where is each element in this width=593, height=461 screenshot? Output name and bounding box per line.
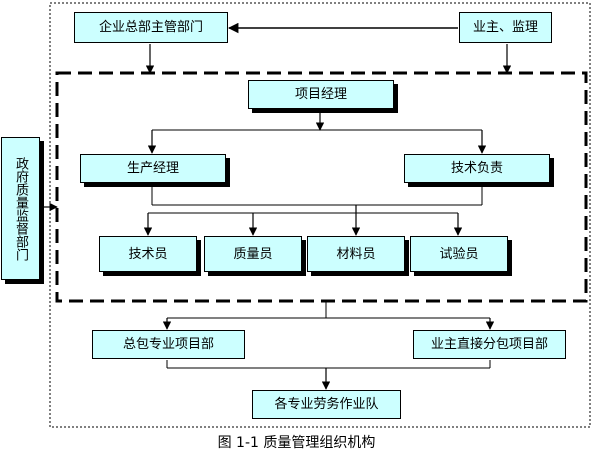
node-prod-mgr: 生产经理 <box>80 154 226 183</box>
node-general-contract-dept: 总包专业项目部 <box>92 330 245 359</box>
node-technician: 技术员 <box>99 236 197 272</box>
node-owner-supervisor: 业主、监理 <box>459 12 552 43</box>
node-gov-quality: 政府质量监督部门 <box>1 137 40 280</box>
node-hq-dept: 企业总部主管部门 <box>74 12 228 43</box>
outer-frame <box>49 2 591 428</box>
node-quality-officer: 质量员 <box>204 236 302 272</box>
node-labor-teams: 各专业劳务作业队 <box>252 390 401 419</box>
node-material-officer: 材料员 <box>307 236 405 272</box>
node-owner-sub-dept: 业主直接分包项目部 <box>413 330 566 359</box>
node-test-officer: 试验员 <box>410 236 508 272</box>
node-tech-lead: 技术负责 <box>404 154 550 183</box>
project-team-frame <box>55 71 588 303</box>
figure-caption: 图 1-1 质量管理组织机构 <box>217 435 376 451</box>
node-pm: 项目经理 <box>248 80 394 109</box>
